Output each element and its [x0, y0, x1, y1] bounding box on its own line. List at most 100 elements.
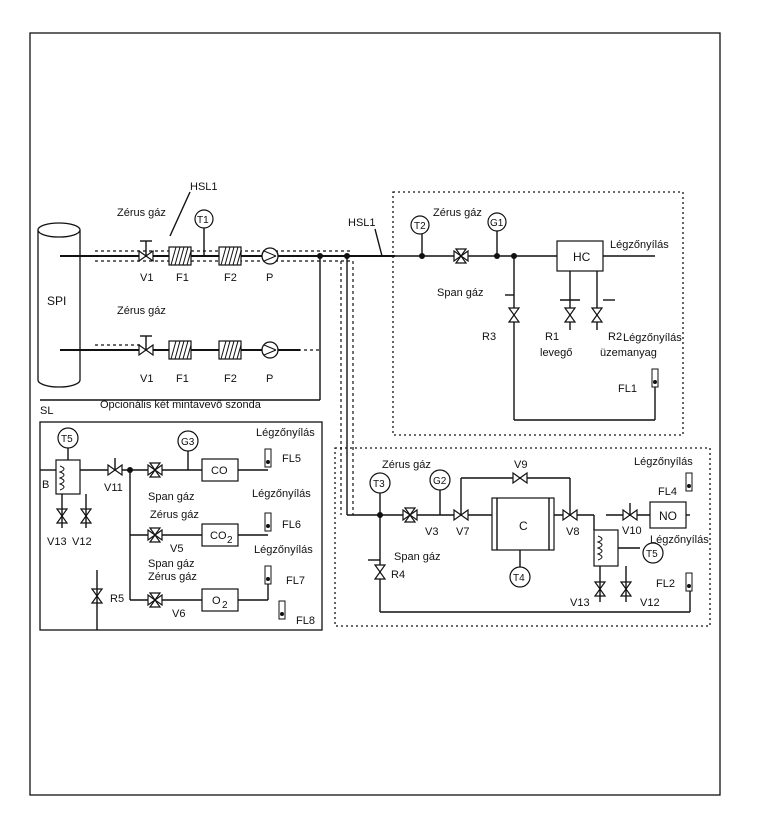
fl5-label: FL5 — [282, 453, 301, 465]
page-frame — [29, 32, 721, 796]
t5-label-right: T5 — [646, 549, 658, 560]
g3-label: G3 — [181, 437, 195, 448]
v12-label-right: V12 — [640, 597, 660, 609]
flowmeter-fl6 — [264, 512, 272, 532]
v8-label: V8 — [566, 526, 579, 538]
g1-label: G1 — [490, 218, 504, 229]
zero-gas-label-5: Zérus gáz — [148, 571, 197, 583]
o2-label: O — [212, 595, 221, 607]
f2-label-top: F2 — [224, 272, 237, 284]
v6-label: V6 — [172, 608, 185, 620]
analyzer-c — [491, 497, 555, 551]
p-label-top: P — [266, 272, 273, 284]
fl1-label: FL1 — [618, 383, 637, 395]
pump-top — [261, 247, 279, 265]
hsl1-label-top: HSL1 — [190, 181, 218, 193]
filter-f2-bottom — [218, 340, 242, 360]
optional-probe-label: Opcionális két mintavevő szonda — [100, 399, 262, 411]
fl6-label: FL6 — [282, 519, 301, 531]
v10-label: V10 — [622, 525, 642, 537]
valve-r2 — [591, 307, 603, 323]
f1-label-top: F1 — [176, 272, 189, 284]
temp-t2 — [410, 215, 430, 235]
t4-label: T4 — [513, 573, 525, 584]
sl-label: SL — [40, 405, 53, 417]
span-gas-label-1: Span gáz — [437, 287, 483, 299]
v9-label: V9 — [514, 459, 527, 471]
pump-bottom — [261, 341, 279, 359]
c-label: C — [519, 519, 528, 533]
t1-label: T1 — [197, 215, 209, 226]
g2-label: G2 — [433, 476, 447, 487]
v7-label: V7 — [456, 526, 469, 538]
f1-label-bottom: F1 — [176, 373, 189, 385]
fl8-label: FL8 — [296, 615, 315, 627]
zero-gas-label-6: Zérus gáz — [382, 459, 431, 471]
flowmeter-fl5 — [264, 448, 272, 468]
fl4-label: FL4 — [658, 486, 677, 498]
co-co2-enclosure — [39, 421, 323, 631]
filter-f1-bottom — [168, 340, 192, 360]
fl2-label: FL2 — [656, 578, 675, 590]
hsl1-label-mid: HSL1 — [348, 217, 376, 229]
valve-v6 — [147, 592, 163, 608]
fuel-label: üzemanyag — [600, 347, 657, 359]
span-zero-label: Span gáz — [148, 558, 194, 570]
zero-gas-label-1: Zérus gáz — [117, 207, 166, 219]
v12-label-left: V12 — [72, 536, 92, 548]
probe-label: SPI — [47, 294, 66, 308]
r4-label: R4 — [391, 569, 405, 581]
r1-label: R1 — [545, 331, 559, 343]
v3-label: V3 — [425, 526, 438, 538]
vent-label-fl7: Légzőnyílás — [254, 544, 313, 556]
span-gas-label-2: Span gáz — [148, 491, 194, 503]
air-label: levegő — [540, 347, 572, 359]
b-label: B — [42, 479, 49, 491]
vent-label-hc: Légzőnyílás — [610, 239, 669, 251]
zero-gas-label-4: Zérus gáz — [150, 509, 199, 521]
t3-label: T3 — [373, 479, 385, 490]
flowmeter-fl8 — [278, 600, 286, 620]
v13-label-right: V13 — [570, 597, 590, 609]
p-label-bottom: P — [266, 373, 273, 385]
flowmeter-fl7 — [264, 565, 272, 585]
valve-v9 — [512, 472, 528, 484]
r5-label: R5 — [110, 593, 124, 605]
r3-label: R3 — [482, 331, 496, 343]
valve-r4 — [374, 564, 386, 580]
temp-t5-right — [642, 542, 664, 564]
t5-label-left: T5 — [61, 434, 73, 445]
co2-label: CO — [210, 530, 227, 542]
valve-r1 — [564, 307, 576, 323]
valve-r3 — [508, 307, 520, 323]
span-gas-label-3: Span gáz — [394, 551, 440, 563]
co2-subscript: 2 — [227, 535, 233, 546]
valve-v5 — [147, 527, 163, 543]
flowmeter-fl4 — [685, 472, 693, 492]
vent-label-fl1: Légzőnyílás — [623, 332, 682, 344]
bath-b — [55, 459, 81, 495]
zero-gas-label-2: Zérus gáz — [117, 305, 166, 317]
f2-label-bottom: F2 — [224, 373, 237, 385]
o2-subscript: 2 — [222, 600, 228, 611]
v11-label: V11 — [104, 482, 123, 494]
v13-label-left: V13 — [47, 536, 67, 548]
no-label: NO — [659, 509, 677, 523]
filter-f1-top — [168, 246, 192, 266]
filter-f2-top — [218, 246, 242, 266]
flowmeter-fl1 — [651, 368, 659, 388]
probe-cylinder: SPI — [37, 222, 81, 388]
t2-label: T2 — [414, 221, 426, 232]
r2-label: R2 — [608, 331, 622, 343]
hc-enclosure — [392, 191, 684, 436]
analyzer-hc — [556, 240, 604, 272]
no-enclosure — [334, 447, 711, 627]
hc-label: HC — [573, 250, 591, 264]
co-label: CO — [211, 465, 228, 477]
v5-label: V5 — [170, 543, 183, 555]
valve-v4 — [147, 462, 163, 478]
valve-v3 — [402, 507, 418, 523]
flowmeter-fl2 — [685, 572, 693, 592]
vent-label-fl4: Légzőnyílás — [634, 456, 693, 468]
